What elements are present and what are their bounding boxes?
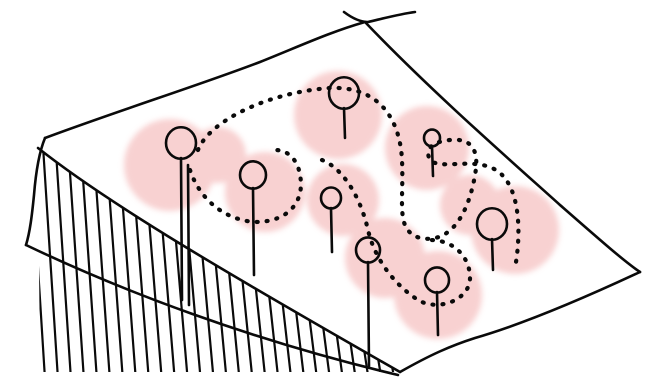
highlight-blob	[190, 127, 246, 183]
pin-stem	[432, 146, 433, 176]
pin-stem	[188, 165, 189, 305]
hatch-line	[368, 296, 384, 389]
hatch-line	[56, 152, 72, 389]
pin-marker	[188, 165, 189, 305]
highlight-blob	[440, 175, 500, 235]
hatch-line	[277, 254, 293, 389]
hatch-line	[290, 260, 306, 389]
hatch-line	[225, 230, 241, 389]
hatch-line	[212, 224, 228, 389]
hatch-line	[95, 170, 111, 389]
pin-stem	[368, 262, 369, 366]
hatch-line	[160, 200, 176, 389]
corner-tick	[344, 12, 415, 22]
highlight-blob	[294, 71, 382, 159]
left-edge	[26, 138, 45, 245]
hatch-line	[199, 218, 215, 389]
hatch-line	[134, 188, 150, 389]
hatch-line	[342, 284, 358, 389]
hatch-line	[264, 248, 280, 389]
hatch-line	[238, 236, 254, 389]
hatch-line	[381, 302, 397, 389]
pin-stem	[437, 292, 438, 335]
pin-stem	[331, 208, 332, 252]
hatch-line	[43, 146, 59, 389]
hatch-line	[69, 158, 85, 389]
pin-stem	[492, 239, 493, 270]
hatch-line	[303, 266, 319, 389]
hatch-line	[30, 140, 46, 389]
highlight-blob	[385, 106, 469, 190]
pin-stem	[344, 108, 345, 138]
pin-stem	[181, 158, 182, 300]
pin-stem	[253, 188, 254, 275]
